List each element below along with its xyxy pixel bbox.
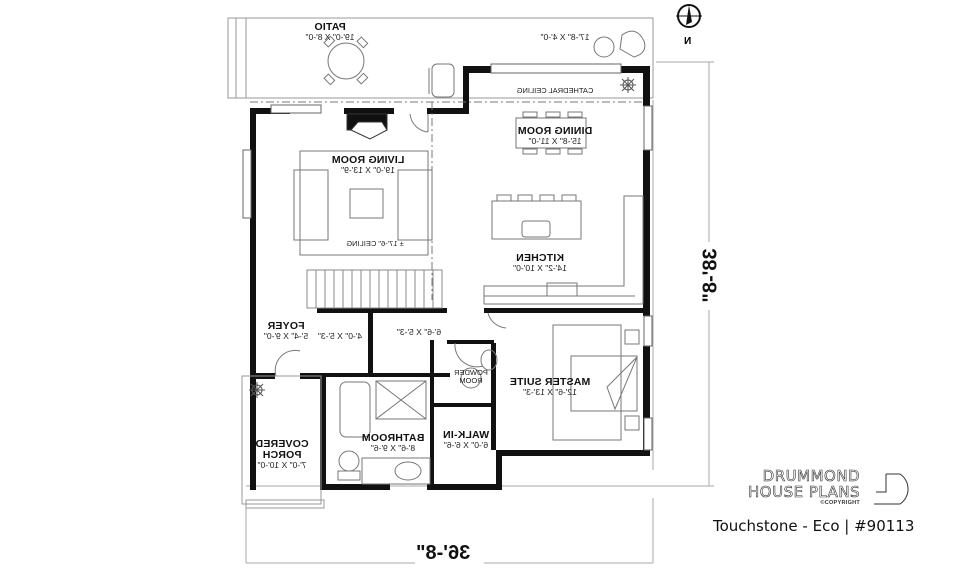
lounge-chair-icon <box>428 30 646 98</box>
width-dimension: 36'-8" <box>416 542 471 564</box>
room-dims: 6'-0" X 6'-6" <box>443 440 489 451</box>
room-label-walkin: WALK-IN 6'-0" X 6'-6" <box>440 429 492 451</box>
doors <box>274 113 507 377</box>
compass-north-label: N <box>684 36 692 47</box>
room-label-bathroom: BATHROOM 8'-6" X 9'-6" <box>360 432 426 454</box>
depth-dimension: 38'-8" <box>699 248 722 303</box>
kitchen-counters <box>483 194 644 305</box>
room-label-patio: PATIO 19'-0" X 8'-0" <box>300 21 360 43</box>
plan-title: Touchstone - Eco | #90113 <box>713 517 915 535</box>
patio-table-icon <box>323 35 369 86</box>
room-dims: 12'-6" X 13'-3" <box>523 387 577 398</box>
ceiling-note: ± 17'-6" CEILING <box>346 239 404 248</box>
room-dims: 19'-0" X 13'-9" <box>341 165 395 176</box>
staircase <box>306 269 443 309</box>
room-dims: 8'-6" X 9'-6" <box>370 443 416 454</box>
ceiling-note-living: ± 17'-6" CEILING <box>330 239 420 248</box>
bed-icon <box>552 324 640 441</box>
room-label-living: LIVING ROOM 19'-0" X 13'-9" <box>320 154 416 176</box>
room-dims: 6'-6" X 5'-3" <box>396 327 442 337</box>
exterior-walls <box>250 66 650 490</box>
brand-block: DRUMMOND HOUSE PLANS ©COPYRIGHT <box>748 468 860 506</box>
compass-icon <box>676 4 702 28</box>
dining-table-icon <box>250 101 645 300</box>
brand-line-1: DRUMMOND <box>762 467 861 485</box>
room-label-closet-1: 4'-0" X 5'-3" <box>315 331 365 341</box>
brand-line-2: HOUSE PLANS <box>748 483 861 501</box>
room-label-covered-porch: COVERED PORCH 7'-0" X 10'-0" <box>250 438 314 471</box>
fireplace-icon <box>346 113 388 140</box>
room-name: POWDER ROOM <box>454 368 488 385</box>
ceiling-note: CATHEDRAL CEILING <box>516 86 594 95</box>
room-label-closet-2: 6'-6" X 5'-3" <box>394 327 444 337</box>
room-label-dining: DINING ROOM 15'-8" X 11'-0" <box>510 125 600 147</box>
interior-walls <box>300 308 644 486</box>
room-label-master: MASTER SUITE 12'-6" X 13'-3" <box>505 376 595 398</box>
patio-deck <box>227 17 654 99</box>
ceiling-note-dining: CATHEDRAL CEILING <box>505 86 605 95</box>
windows <box>242 63 653 451</box>
room-label-powder: POWDER ROOM <box>450 368 492 385</box>
room-dims: 14'-2" X 10'-0" <box>513 263 567 274</box>
room-dims: 4'-0" X 5'-3" <box>317 331 363 341</box>
room-label-foyer: FOYER 5'-4" X 9'-0" <box>258 320 314 342</box>
room-label-rear-porch: 17'-8" X 4'-0" <box>530 32 600 42</box>
room-dims: 19'-0" X 8'-0" <box>305 32 355 43</box>
bathroom-fixtures <box>337 349 498 485</box>
room-dims: 5'-4" X 9'-0" <box>263 331 309 342</box>
room-dims: 15'-8" X 11'-0" <box>528 136 582 147</box>
room-label-kitchen: KITCHEN 14'-2" X 10'-0" <box>505 252 575 274</box>
room-dims: 7'-0" X 10'-0" <box>257 460 307 471</box>
plant-icon <box>249 77 636 398</box>
brand-logo-icon <box>874 473 909 505</box>
room-dims: 17'-8" X 4'-0" <box>540 32 590 42</box>
covered-porch-outline <box>241 375 325 509</box>
brand-copyright: ©COPYRIGHT <box>820 500 861 506</box>
